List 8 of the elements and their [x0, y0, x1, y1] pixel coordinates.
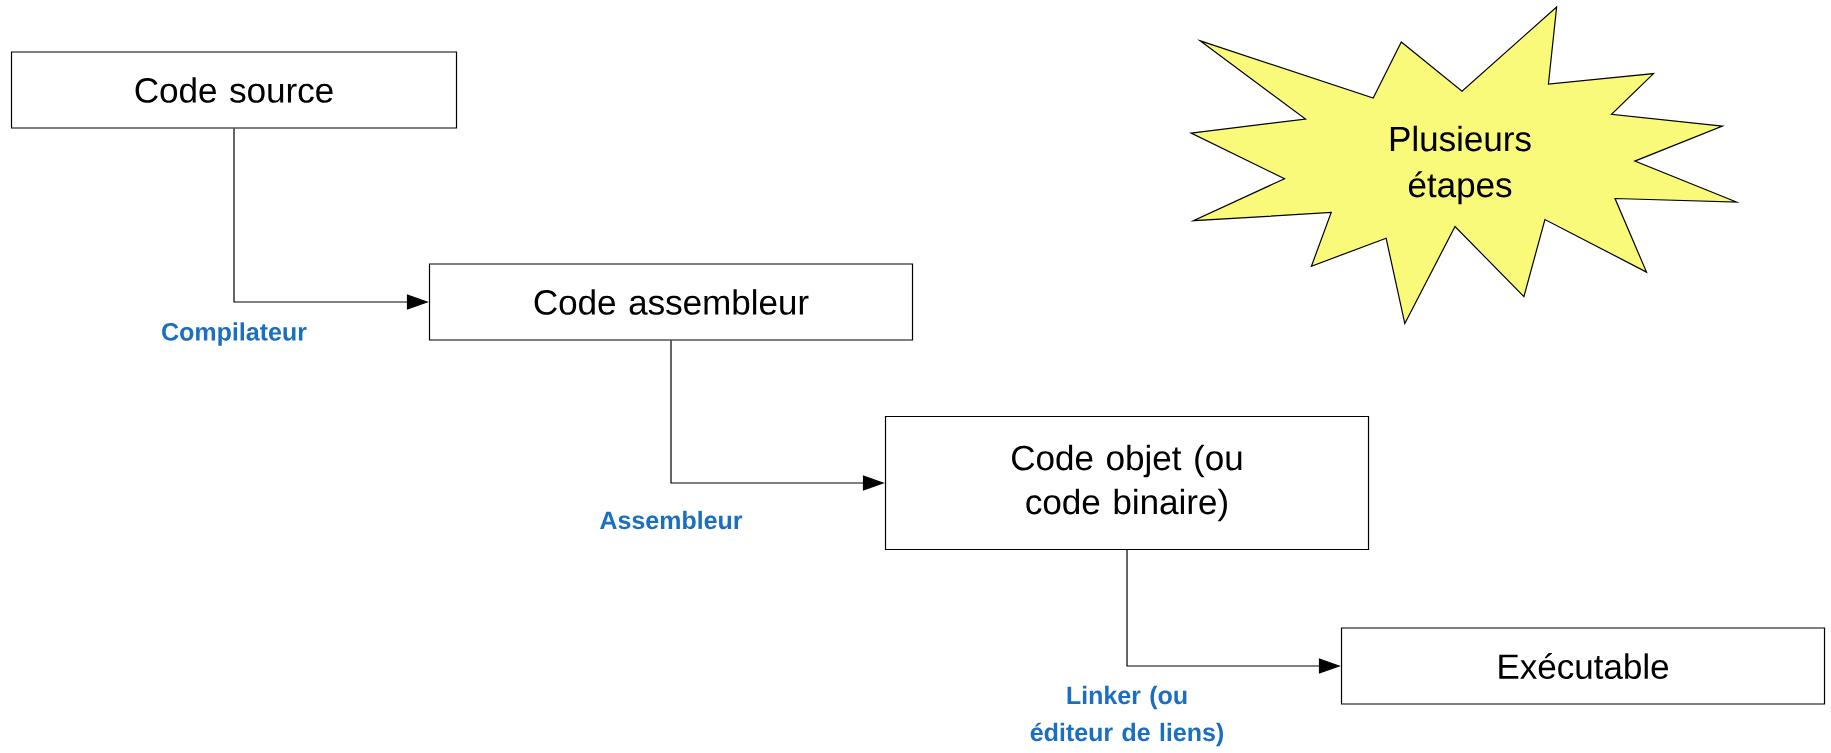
process-box: Exécutable — [1340, 627, 1826, 705]
process-box: Code objet (ou code binaire) — [884, 415, 1370, 551]
edge-label: Assembleur — [600, 510, 743, 530]
process-box: Code assembleur — [428, 263, 914, 341]
process-box: Code source — [10, 51, 458, 129]
starburst: Plusieurs étapes — [1189, 5, 1740, 326]
edge-label: Compilateur — [162, 322, 307, 346]
edge-label: Linker (ou éditeur de liens) — [1030, 685, 1223, 747]
